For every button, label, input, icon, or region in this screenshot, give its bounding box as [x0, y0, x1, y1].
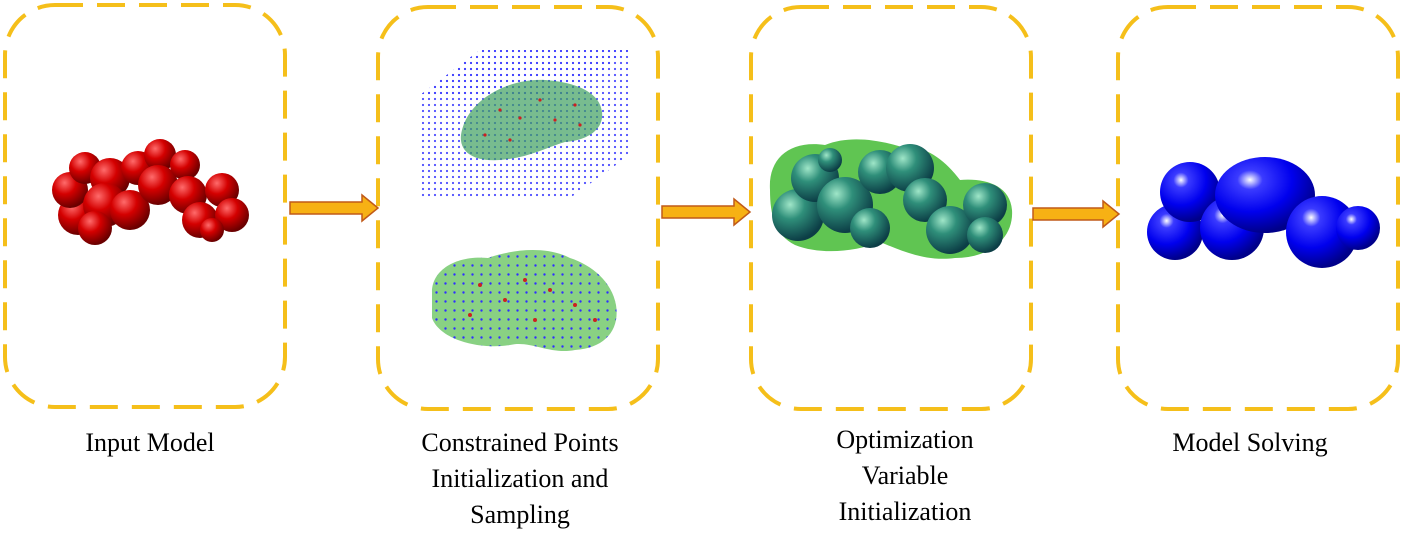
caption-line: Initialization and — [431, 464, 609, 493]
caption-input-model: Input Model — [5, 425, 295, 461]
caption-model-solving: Model Solving — [1105, 425, 1395, 461]
panel-frame-input-model — [3, 3, 287, 409]
arrow-1-icon — [289, 193, 380, 223]
panel-frame-model-solving — [1116, 5, 1400, 411]
panel-frame-constrained-points — [376, 5, 660, 411]
point-grid-box-icon — [420, 50, 630, 198]
red-sphere-molecule-icon — [52, 139, 249, 245]
panel-frame-optimization — [749, 5, 1033, 411]
caption-optimization: Optimization Variable Initialization — [760, 422, 1050, 530]
caption-line: Initialization — [838, 497, 972, 526]
blue-solved-spheres-icon — [1147, 157, 1380, 268]
arrow-3-icon — [1032, 199, 1121, 229]
arrow-2-icon — [661, 197, 752, 227]
caption-line: Sampling — [470, 500, 570, 529]
caption-line: Model Solving — [1172, 428, 1328, 457]
caption-line: Constrained Points — [421, 428, 619, 457]
sampled-surface-icon — [432, 250, 617, 352]
green-sphere-model-icon — [769, 139, 1013, 259]
caption-line: Input Model — [85, 428, 215, 457]
caption-line: Variable — [861, 461, 949, 490]
caption-constrained-points: Constrained Points Initialization and Sa… — [375, 425, 665, 533]
caption-line: Optimization — [836, 425, 974, 454]
